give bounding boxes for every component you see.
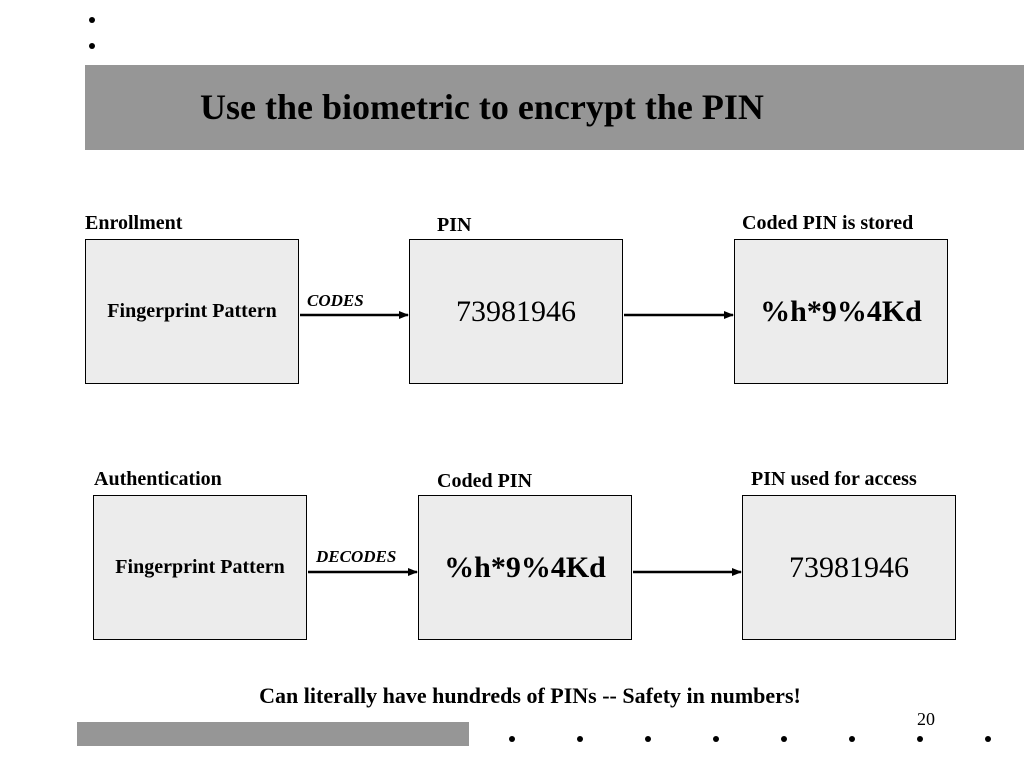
authentication-coded-pin-value: %h*9%4Kd bbox=[444, 550, 606, 584]
bottom-dot bbox=[985, 736, 991, 742]
authentication-fingerprint-box: Fingerprint Pattern bbox=[93, 495, 307, 640]
bottom-dot bbox=[917, 736, 923, 742]
coded-pin-stored-label: Coded PIN is stored bbox=[742, 212, 914, 234]
bottom-dot bbox=[781, 736, 787, 742]
title-band bbox=[85, 65, 1024, 150]
pin-label: PIN bbox=[437, 214, 472, 236]
enrollment-label: Enrollment bbox=[85, 212, 183, 234]
bullet-dot bbox=[89, 17, 95, 23]
bullet-dot bbox=[89, 43, 95, 49]
footer-text: Can literally have hundreds of PINs -- S… bbox=[259, 683, 801, 708]
authentication-label: Authentication bbox=[94, 468, 222, 490]
enrollment-fingerprint-text: Fingerprint Pattern bbox=[107, 300, 277, 322]
slide-title: Use the biometric to encrypt the PIN bbox=[200, 87, 764, 127]
bottom-dot bbox=[577, 736, 583, 742]
pin-used-label: PIN used for access bbox=[751, 468, 917, 490]
bottom-dot bbox=[849, 736, 855, 742]
decodes-arrow-label: DECODES bbox=[316, 547, 397, 566]
authentication-pin-box: 73981946 bbox=[742, 495, 956, 640]
codes-arrow-label: CODES bbox=[307, 291, 364, 310]
bottom-dot bbox=[713, 736, 719, 742]
enrollment-pin-box: 73981946 bbox=[409, 239, 623, 384]
authentication-pin-value: 73981946 bbox=[789, 550, 909, 584]
authentication-fingerprint-text: Fingerprint Pattern bbox=[115, 556, 285, 578]
authentication-coded-pin-box: %h*9%4Kd bbox=[418, 495, 632, 640]
bottom-dot bbox=[645, 736, 651, 742]
page-number: 20 bbox=[917, 709, 935, 729]
bottom-dot bbox=[509, 736, 515, 742]
enrollment-coded-pin-value: %h*9%4Kd bbox=[760, 294, 922, 328]
bottom-bar bbox=[77, 722, 469, 746]
coded-pin-label: Coded PIN bbox=[437, 470, 533, 492]
enrollment-pin-value: 73981946 bbox=[456, 294, 576, 328]
enrollment-fingerprint-box: Fingerprint Pattern bbox=[85, 239, 299, 384]
enrollment-coded-pin-box: %h*9%4Kd bbox=[734, 239, 948, 384]
